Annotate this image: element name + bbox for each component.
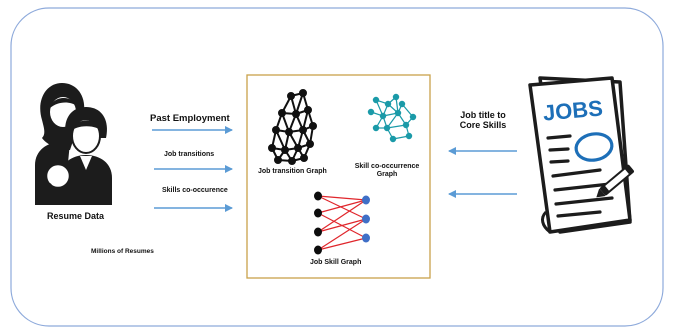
job-skill-graph-label: Job Skill Graph	[310, 259, 362, 266]
past-employment-label: Past Employment	[150, 113, 230, 124]
resume-data-label: Resume Data	[47, 211, 105, 221]
cluster-network-icon	[367, 93, 417, 143]
jobs-newspaper-icon	[528, 76, 634, 234]
skills-cooccurence-label: Skills co-occurence	[162, 187, 228, 194]
millions-of-resumes-label: Millions of Resumes	[91, 248, 154, 255]
job-transition-graph-label: Job transition Graph	[258, 168, 327, 175]
skill-cooccurrence-line2: Graph	[376, 171, 398, 179]
skill-cooccurrence-graph-label: Skill co-occurrence Graph	[352, 163, 422, 179]
job-transitions-label: Job transitions	[164, 151, 215, 158]
job-title-line1: Job title to	[460, 110, 506, 120]
bipartite-graph-icon	[314, 191, 370, 255]
jobs-heading: JOBS	[542, 95, 604, 125]
skill-cooccurrence-line1: Skill co-occurrence	[354, 163, 420, 170]
person-search-icon	[35, 83, 112, 205]
job-title-line2: Core Skills	[459, 120, 507, 131]
network-graph-icon	[268, 89, 317, 165]
job-title-to-core-skills-label: Job title to Core Skills	[448, 110, 518, 131]
